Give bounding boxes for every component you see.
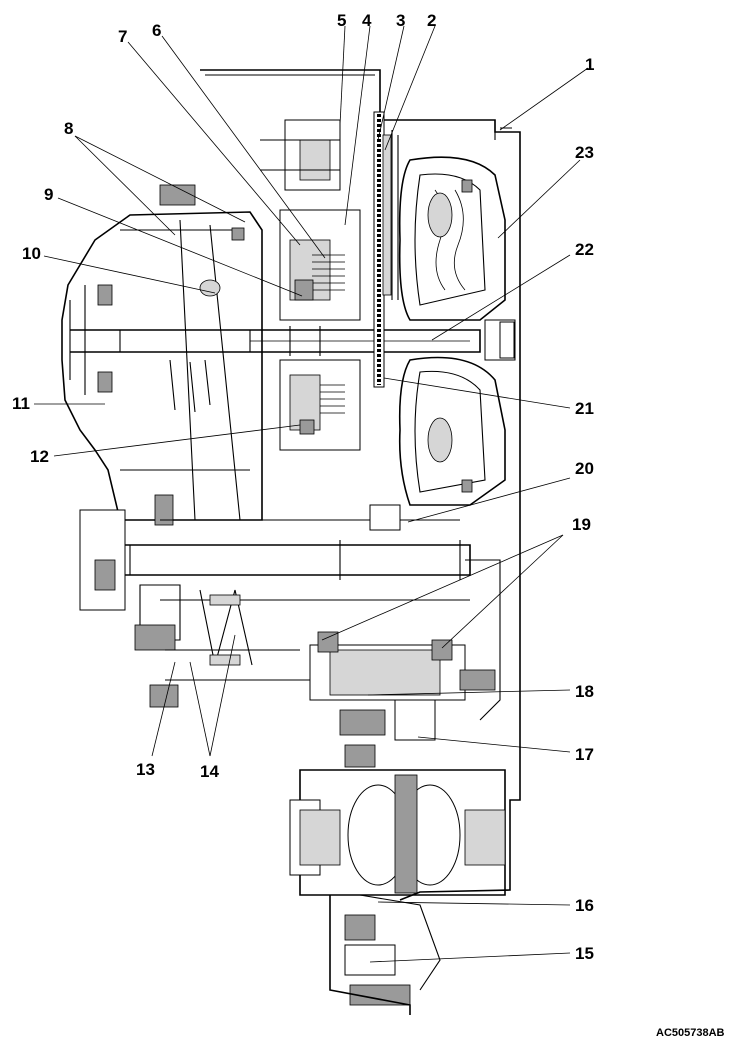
- callout-labels: 1 2 3 4 5 6 7 8 9 10 11 12 13 14 15 16 1…: [12, 11, 594, 963]
- leader-14a: [189, 661, 211, 757]
- leader-5: [339, 25, 346, 126]
- callout-2: 2: [427, 11, 436, 30]
- housing-outline: [200, 69, 521, 901]
- callout-16: 16: [575, 896, 594, 915]
- leader-19b: [441, 534, 564, 649]
- callout-9: 9: [44, 185, 53, 204]
- callout-23: 23: [575, 143, 594, 162]
- leader-1: [499, 67, 589, 131]
- leader-19a: [321, 534, 564, 641]
- leader-15: [369, 952, 571, 963]
- callout-21: 21: [575, 399, 594, 418]
- leader-17: [417, 736, 571, 753]
- leader-18: [367, 689, 571, 696]
- leader-6: [161, 35, 326, 259]
- callout-3: 3: [396, 11, 405, 30]
- leader-20: [407, 477, 571, 523]
- input-shaft: [69, 285, 481, 395]
- differential: [289, 744, 506, 1015]
- leader-23: [497, 159, 581, 239]
- callout-19: 19: [572, 515, 591, 534]
- leader-lines: [34, 25, 589, 963]
- leader-10: [43, 255, 216, 294]
- front-case: [61, 184, 263, 521]
- leader-9: [57, 197, 303, 297]
- leader-14b: [209, 634, 236, 757]
- leader-8a: [74, 135, 176, 236]
- callout-13: 13: [136, 760, 155, 779]
- leader-16: [377, 901, 571, 906]
- leader-4: [344, 25, 371, 226]
- leader-8b: [74, 135, 246, 223]
- leader-7: [127, 41, 301, 246]
- gear-set: [134, 584, 310, 708]
- callout-5: 5: [337, 11, 346, 30]
- leader-13: [151, 661, 176, 757]
- callout-22: 22: [575, 240, 594, 259]
- figure-code: AC505738AB: [656, 1027, 725, 1039]
- callout-15: 15: [575, 944, 594, 963]
- reduction-gears: [309, 559, 501, 741]
- callout-11: 11: [12, 394, 30, 413]
- callout-20: 20: [575, 459, 594, 478]
- clutch-pack: [260, 119, 361, 451]
- callout-6: 6: [152, 21, 161, 40]
- callout-14: 14: [200, 762, 219, 781]
- callout-18: 18: [575, 682, 594, 701]
- callout-8: 8: [64, 119, 73, 138]
- torque-converter: [398, 156, 516, 506]
- leader-22: [431, 254, 571, 341]
- callout-4: 4: [362, 11, 372, 30]
- leader-3: [377, 25, 405, 141]
- leader-12: [53, 424, 301, 457]
- callout-7: 7: [118, 27, 127, 46]
- counter-shaft: [79, 494, 471, 611]
- chain-drive: [373, 111, 392, 388]
- leader-2: [384, 25, 436, 151]
- callout-17: 17: [575, 745, 594, 764]
- callout-1: 1: [585, 55, 594, 74]
- callout-10: 10: [22, 244, 41, 263]
- leader-21: [383, 377, 571, 409]
- callout-12: 12: [30, 447, 49, 466]
